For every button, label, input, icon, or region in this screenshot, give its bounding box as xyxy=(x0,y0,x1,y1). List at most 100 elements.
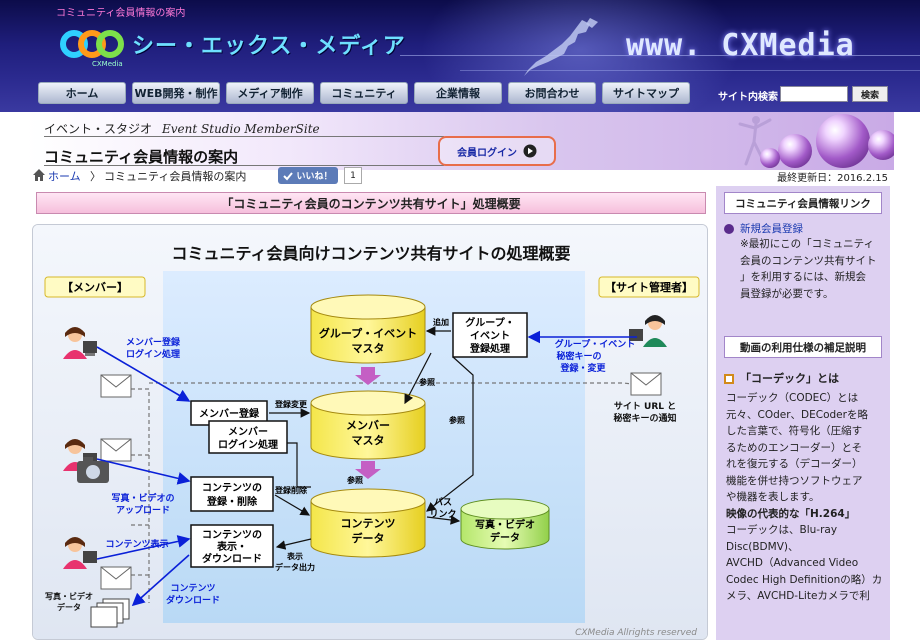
flow-arrow xyxy=(355,461,381,479)
reg-delete-label: 登録削除 xyxy=(274,485,308,495)
header-ray xyxy=(460,70,920,71)
search-button[interactable]: 検索 xyxy=(852,86,888,102)
member-login-box-label: ログイン処理 xyxy=(218,438,278,451)
photo-data-label: 写真・ビデオ xyxy=(475,518,535,531)
member-reg-note: メンバー登録 xyxy=(126,336,181,348)
divider xyxy=(44,136,444,137)
like-button[interactable]: いいね！ xyxy=(278,167,338,184)
nav-web-dev[interactable]: WEB開発・制作 xyxy=(132,82,220,104)
admin-label: 【サイト管理者】 xyxy=(605,280,693,294)
new-member-link[interactable]: 新規会員登録 xyxy=(740,223,803,235)
admin-person-icon xyxy=(629,315,667,347)
member-login-box: メンバー ログイン処理 xyxy=(208,420,288,454)
group-master-cylinder: グループ・イベント マスタ xyxy=(310,294,426,364)
sidebar: コミュニティ会員情報リンク 新規会員登録 ※最初にこの「コミュニティ 会員のコン… xyxy=(716,186,890,640)
mail-icon xyxy=(630,372,662,396)
decor-orb xyxy=(868,130,894,160)
process-diagram-svg: コミュニティ会員向けコンテンツ共有サイトの処理概要 【メンバー】 【サイト管理者… xyxy=(33,225,707,639)
content-reg-box: コンテンツの 登録・削除 xyxy=(190,476,274,512)
content-view-box-label: ダウンロード xyxy=(202,552,262,565)
reg-delete-connector xyxy=(274,494,311,516)
nav-sitemap[interactable]: サイトマップ xyxy=(602,82,690,104)
codec-line: 機能を併せ持つソフトウェア xyxy=(726,474,863,487)
member-person-icon xyxy=(63,537,97,569)
cxmedia-logo-icon[interactable] xyxy=(60,28,130,60)
ref-connector xyxy=(404,352,432,405)
japan-map-icon xyxy=(524,18,598,76)
studio-title-ja: イベント・スタジオ xyxy=(44,122,153,136)
member-label: 【メンバー】 xyxy=(62,281,128,294)
group-reg-box-label: 登録処理 xyxy=(469,342,510,355)
nav-company[interactable]: 企業情報 xyxy=(414,82,502,104)
bullet-icon xyxy=(724,224,734,234)
codec-line: した言葉で、符号化（圧縮す xyxy=(726,425,863,437)
path-link-label: リンク xyxy=(429,509,456,520)
note-line: 」を利用するには、新規会 xyxy=(740,271,866,283)
camera-icon xyxy=(77,457,109,483)
photo-data-label: データ xyxy=(490,531,520,544)
content-data-cylinder: コンテンツ データ xyxy=(310,488,426,558)
admin-note: グループ・イベント xyxy=(555,338,635,350)
ref-label: 参照 xyxy=(448,415,465,425)
ref-label: 参照 xyxy=(346,475,363,485)
breadcrumb: ホーム 〉 コミュニティ会員情報の案内 いいね！ 1 最終更新日：2016.2.… xyxy=(26,166,894,186)
path-link-connector xyxy=(426,515,461,525)
group-master-label: グループ・イベント xyxy=(319,326,417,340)
header-ray xyxy=(400,55,920,56)
sidebar-spec-heading: 動画の利用仕様の補足説明 xyxy=(724,336,882,358)
member-reg-note: ログイン処理 xyxy=(126,348,180,360)
decor-orb xyxy=(760,148,780,168)
process-diagram: コミュニティ会員向けコンテンツ共有サイトの処理概要 【メンバー】 【サイト管理者… xyxy=(32,224,708,640)
display-connector xyxy=(275,538,312,550)
nav-community[interactable]: コミュニティ xyxy=(320,82,408,104)
display-label: 表示 xyxy=(286,551,303,561)
member-login-box-label: メンバー xyxy=(228,426,268,438)
member-login-button[interactable]: 会員ログイン xyxy=(438,136,556,166)
logo-text[interactable]: シー・エックス・メディア xyxy=(132,34,406,59)
photo-data-note: データ xyxy=(57,602,81,612)
note-line: ※最初にこの「コミュニティ xyxy=(740,238,874,250)
brand-text: www. CXMedia xyxy=(626,28,855,63)
play-circle-icon xyxy=(523,144,537,158)
admin-label-box xyxy=(598,276,700,298)
studio-title: イベント・スタジオ Event Studio MemberSite xyxy=(44,120,320,137)
member-login-label: 会員ログイン xyxy=(457,147,517,159)
member-label-box xyxy=(44,276,146,298)
member-master-cylinder: メンバー マスタ xyxy=(310,390,426,460)
search-input[interactable] xyxy=(780,86,848,102)
last-updated: 最終更新日：2016.2.15 xyxy=(777,173,888,184)
nav-home[interactable]: ホーム xyxy=(38,82,126,104)
ref-label: 参照 xyxy=(418,377,435,387)
content-view-box-label: 表示・ xyxy=(216,540,247,553)
group-reg-box-label: グループ・ xyxy=(465,316,514,329)
content-view-box-label: コンテンツの xyxy=(202,529,262,541)
main-nav: ホーム WEB開発・制作 メディア制作 コミュニティ 企業情報 お問合わせ サイ… xyxy=(38,82,690,104)
note-line: 員登録が必要です。 xyxy=(740,287,834,300)
admin-mail-note: 秘密キーの通知 xyxy=(613,412,676,424)
admin-note: 秘密キーの xyxy=(556,350,601,362)
flow-arrow xyxy=(355,367,381,385)
group-reg-box: グループ・ イベント 登録処理 xyxy=(452,312,528,358)
codec-line: 元々、COder、DECoderを略 xyxy=(726,408,868,421)
content-view-note: コンテンツ表示 xyxy=(105,538,168,550)
path-link-label: パス xyxy=(434,496,452,508)
photo-data-cylinder: 写真・ビデオ データ xyxy=(460,498,550,550)
member-reg-box-label: メンバー登録 xyxy=(199,407,260,420)
home-icon[interactable] xyxy=(32,168,46,182)
content-data-label: データ xyxy=(352,531,385,545)
add-label: 追加 xyxy=(433,317,449,327)
download-arrow xyxy=(131,554,190,607)
square-bullet-icon xyxy=(724,374,734,384)
breadcrumb-separator: 〉 xyxy=(90,170,101,183)
like-label: いいね！ xyxy=(296,172,333,182)
nav-contact[interactable]: お問合わせ xyxy=(508,82,596,104)
content-data-label: コンテンツ xyxy=(341,517,396,530)
ref-connector xyxy=(426,356,474,512)
nav-media[interactable]: メディア制作 xyxy=(226,82,314,104)
site-header: コミュニティ会員情報の案内 シー・エックス・メディア CXMedia www. … xyxy=(0,0,920,112)
decor-orb xyxy=(816,114,870,168)
studio-title-en: Event Studio MemberSite xyxy=(162,122,320,136)
breadcrumb-home-link[interactable]: ホーム xyxy=(48,170,81,183)
codec-line: Codec High Definitionの略）カ xyxy=(726,573,883,586)
